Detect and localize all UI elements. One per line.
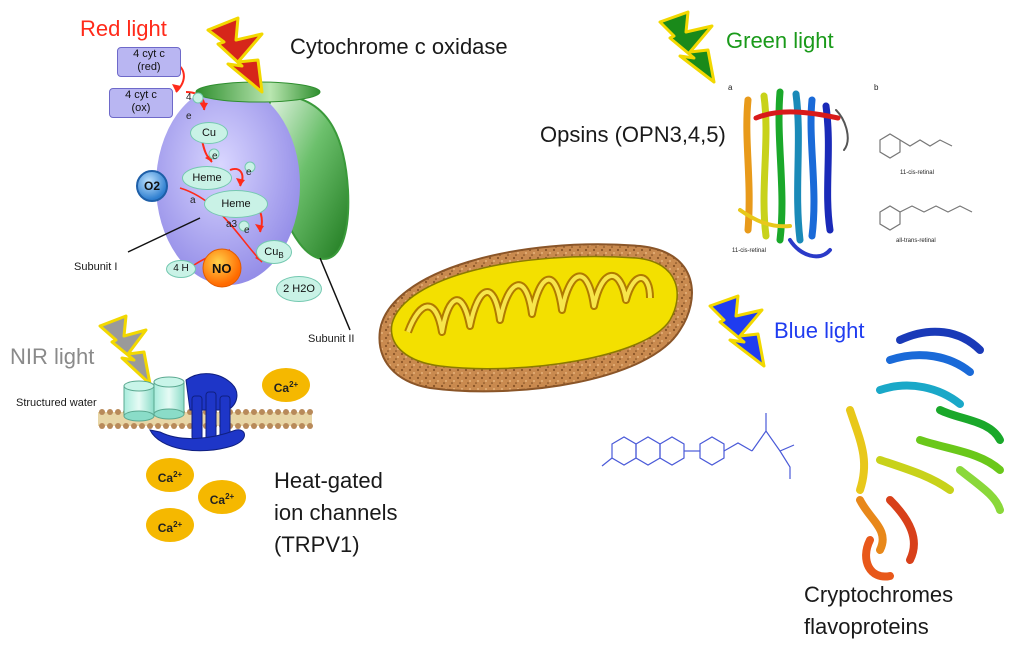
mitochondrion: [378, 243, 693, 393]
four-electrons-count: 4: [186, 92, 192, 103]
cyt-c-oxidized-line1: 4 cyt c: [125, 89, 157, 101]
structured-water-cylinders: [123, 376, 185, 422]
cub-site: CuB: [256, 240, 292, 264]
subunit-ii-pointer: [319, 257, 351, 331]
heme-a3-suffix: a3: [226, 219, 238, 230]
calcium-charge: 2+: [173, 520, 183, 529]
calcium-charge: 2+: [289, 380, 299, 389]
retinal-alltrans-caption: all-trans-retinal: [896, 238, 936, 244]
opsin-panel-a: a: [728, 83, 733, 92]
cu-site-label: Cu: [201, 127, 217, 139]
retinal-11cis-caption: 11-cis-retinal: [732, 248, 766, 254]
subunit-i-pointer: [127, 217, 201, 253]
nir-lightning-bolt: [98, 314, 152, 386]
red-light-label: Red light: [80, 16, 167, 41]
trpv1-channel: [149, 373, 245, 452]
calcium-charge: 2+: [225, 492, 235, 501]
opsin-panel-b: b: [874, 83, 879, 92]
nir-light-label: NIR light: [10, 344, 95, 369]
retinal-11cis-struct-caption: 11-cis-retinal: [900, 170, 934, 176]
electron-dot: [238, 220, 250, 232]
subunit-i-label: Subunit I: [74, 261, 118, 273]
cub-label: Cu: [264, 246, 279, 258]
cu-site: Cu: [190, 122, 228, 144]
heme-a-suffix: a: [190, 195, 196, 206]
electron-label: e: [244, 225, 250, 236]
heat-gated-line2: ion channels: [274, 500, 398, 525]
electron-dot: [208, 148, 220, 160]
calcium-label: Ca: [157, 521, 174, 535]
calcium-label: Ca: [157, 471, 174, 485]
proton-site: 4 H: [166, 260, 196, 278]
cyt-c-reduced-box: 4 cyt c (red): [117, 47, 181, 77]
opsin-structure: [738, 88, 849, 259]
no-molecule: [202, 248, 242, 288]
cryptochromes-line1: Cryptochromes: [804, 582, 954, 607]
electron-label: e: [212, 151, 218, 162]
blue-light-label: Blue light: [774, 318, 865, 343]
heme-a-label: Heme: [192, 172, 222, 184]
heme-a3-site: Heme: [204, 190, 268, 218]
flavin-structure: [601, 413, 795, 479]
heme-a-site: Heme: [182, 166, 232, 190]
calcium-ion: Ca2+: [262, 368, 310, 402]
electron-dot: [192, 92, 204, 104]
subunit-ii-label: Subunit II: [308, 333, 355, 345]
proton-label: 4 H: [173, 263, 189, 274]
green-lightning-bolt: [658, 10, 716, 84]
no-label: NO: [212, 261, 232, 276]
o2-label: O2: [144, 179, 161, 193]
red-lightning-bolt: [206, 16, 264, 94]
cryptochrome-structure: [846, 327, 1004, 581]
structured-water-label: Structured water: [16, 397, 97, 409]
heme-a3-label: Heme: [221, 198, 251, 210]
cryptochromes-line2: flavoproteins: [804, 614, 929, 639]
water-label: 2 H2O: [283, 283, 315, 295]
heat-gated-line1: Heat-gated: [274, 468, 383, 493]
calcium-ion: Ca2+: [146, 508, 194, 542]
cyt-c-reduced-line2: (red): [137, 61, 161, 73]
calcium-label: Ca: [273, 381, 290, 395]
electron-label: e: [186, 111, 192, 122]
heat-gated-line3: (TRPV1): [274, 532, 360, 557]
electron-label: e: [246, 167, 252, 178]
calcium-ion: Ca2+: [198, 480, 246, 514]
water-product: 2 H2O: [276, 276, 322, 302]
calcium-ion: Ca2+: [146, 458, 194, 492]
cyt-c-oxidized-line2: (ox): [131, 102, 151, 114]
green-light-label: Green light: [726, 28, 834, 53]
opsins-label: Opsins (OPN3,4,5): [540, 122, 726, 147]
cco-title: Cytochrome c oxidase: [290, 34, 508, 59]
retinal-structures: [879, 133, 973, 231]
cyt-c-oxidized-box: 4 cyt c (ox): [109, 88, 173, 118]
electron-dot: [244, 161, 256, 173]
cub-subscript: B: [278, 251, 284, 261]
cyt-c-reduced-line1: 4 cyt c: [133, 48, 165, 60]
calcium-label: Ca: [209, 493, 226, 507]
o2-molecule: [136, 170, 168, 202]
calcium-charge: 2+: [173, 470, 183, 479]
blue-lightning-bolt: [708, 294, 766, 368]
